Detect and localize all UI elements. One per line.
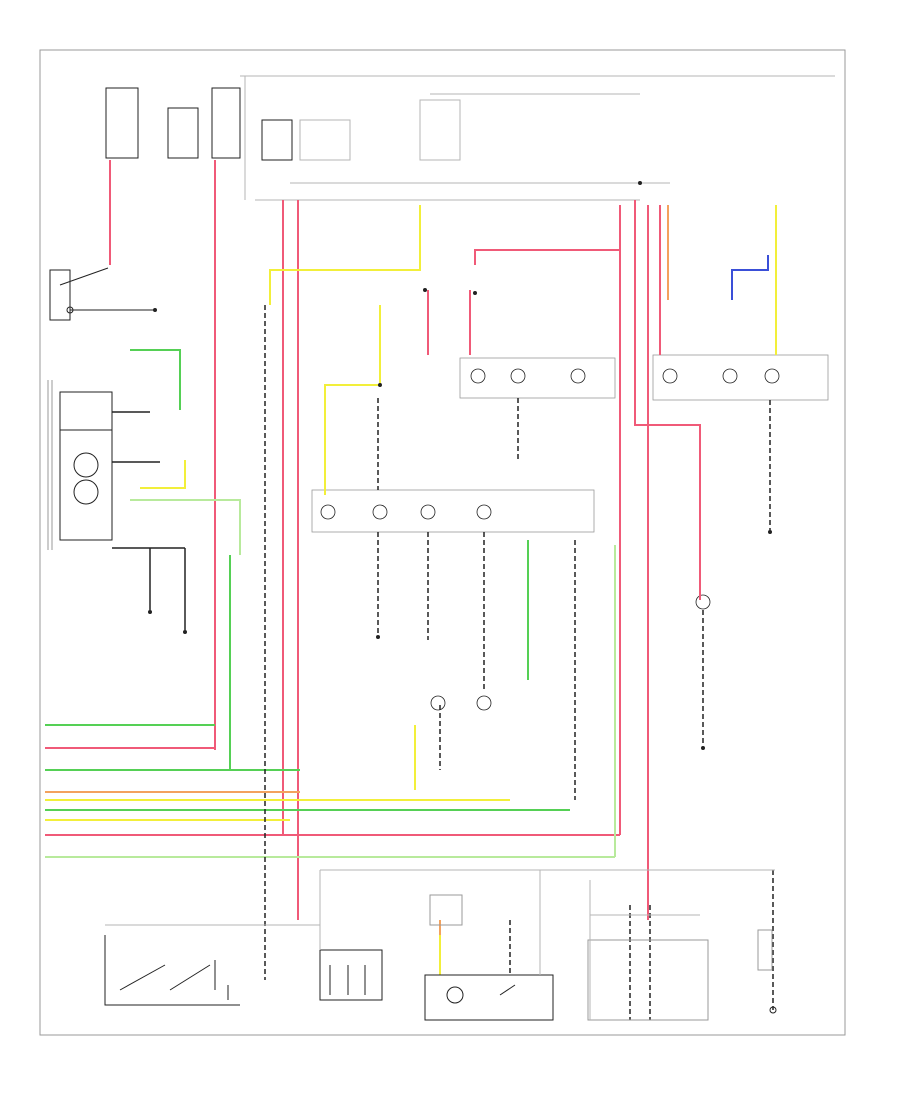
bottom-right-sensor <box>757 929 777 1014</box>
wires-light-green <box>45 499 616 858</box>
wires-orange <box>45 205 669 935</box>
top-bus <box>240 75 835 201</box>
lamp-cluster-center-mid <box>311 489 595 533</box>
fuse-box-left <box>105 87 461 161</box>
wires-yellow <box>45 205 777 975</box>
wires-red <box>45 160 701 920</box>
bottom-center-switch <box>424 894 554 1021</box>
diagram-frame <box>39 49 846 1036</box>
lamp-cluster-right-top <box>652 354 829 401</box>
bottom-left-switch <box>104 935 240 1006</box>
lamp-right-mid <box>695 594 711 610</box>
wires-blue <box>731 255 769 300</box>
transfer-switch <box>47 380 113 550</box>
ground-terminals <box>148 181 772 750</box>
bottom-right-module <box>587 914 709 1021</box>
bottom-bus <box>105 869 775 1020</box>
backup-switch <box>49 267 155 321</box>
left-connectors <box>112 411 186 630</box>
wires-green <box>45 349 570 811</box>
wires-black <box>264 305 774 1020</box>
lamp-cluster-center-top <box>459 357 616 399</box>
lamp-center-bottom <box>430 695 492 711</box>
bottom-left-relay <box>319 949 383 1001</box>
